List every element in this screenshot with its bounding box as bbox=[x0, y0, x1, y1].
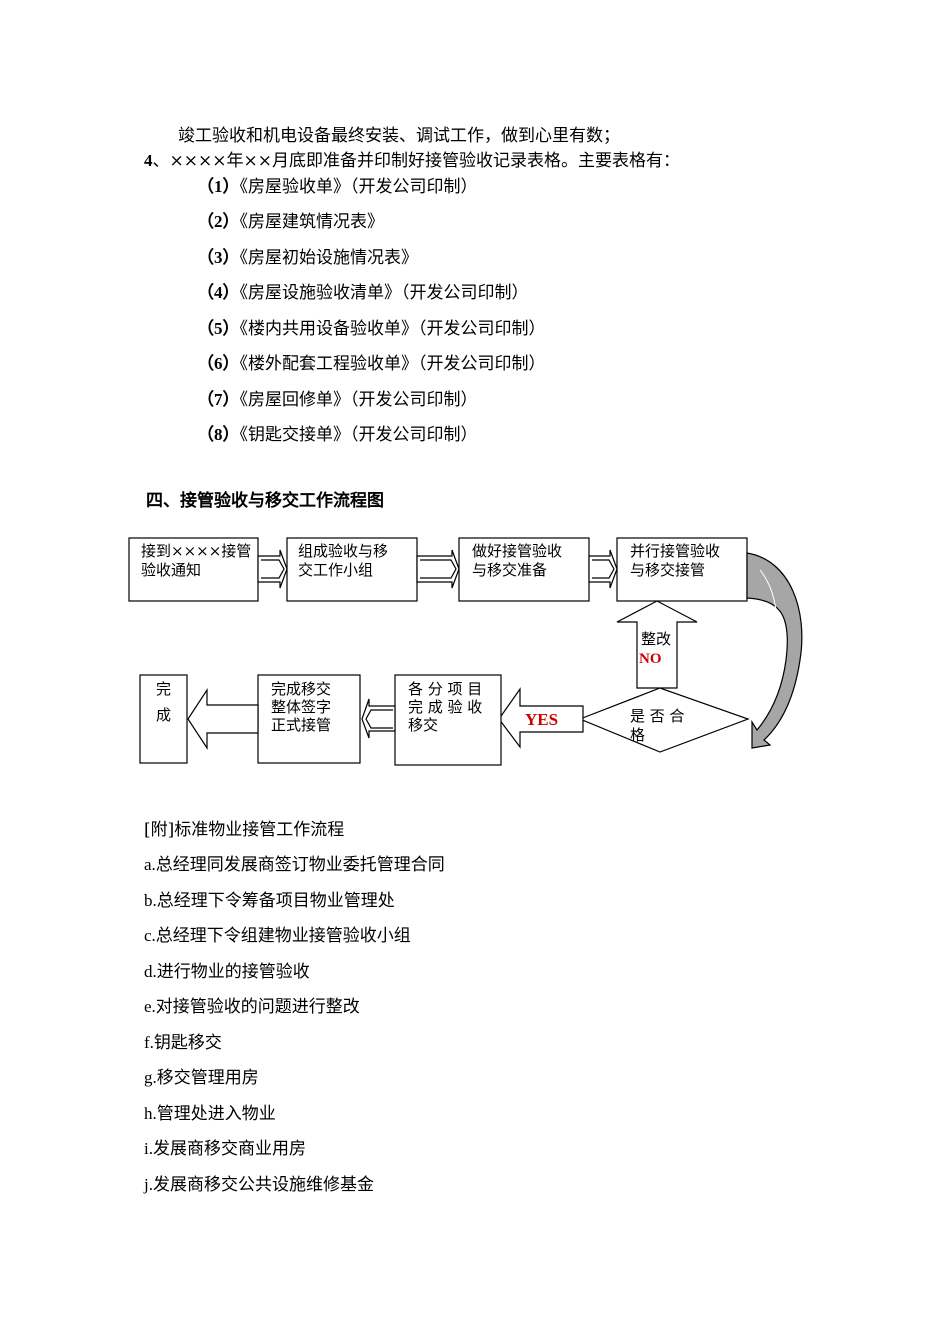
yes-label: YES bbox=[525, 710, 558, 729]
appendix-step: e.对接管验收的问题进行整改 bbox=[144, 997, 360, 1017]
appendix-step: i.发展商移交商业用房 bbox=[144, 1139, 306, 1159]
arrow-right-icon bbox=[416, 549, 460, 589]
box3-line2: 与移交准备 bbox=[472, 561, 547, 579]
decision-line2: 格 bbox=[630, 726, 645, 744]
box1-line2: 验收通知 bbox=[141, 561, 201, 579]
box2-line2: 交工作小组 bbox=[298, 561, 373, 579]
box5-line3: 移交 bbox=[408, 716, 438, 734]
box3-line1: 做好接管验收 bbox=[472, 542, 562, 560]
form-item: （8）《钥匙交接单》（开发公司印制） bbox=[197, 425, 478, 445]
form-item: （6）《楼外配套工程验收单》（开发公司印制） bbox=[197, 354, 546, 374]
arrow-up-icon bbox=[616, 600, 698, 689]
arrow-right-icon bbox=[257, 549, 288, 589]
no-label: NO bbox=[639, 651, 662, 667]
box7-line1: 完 bbox=[156, 680, 171, 698]
rectify-label: 整改 bbox=[641, 630, 671, 648]
arrow-left-icon bbox=[498, 687, 584, 749]
box1-line1: 接到××××接管 bbox=[141, 542, 251, 560]
form-item: （7）《房屋回修单》（开发公司印制） bbox=[197, 390, 478, 410]
section-heading: 四、接管验收与移交工作流程图 bbox=[146, 491, 384, 511]
form-item: （1）《房屋验收单》（开发公司印制） bbox=[197, 177, 478, 197]
appendix-step: b.总经理下令筹备项目物业管理处 bbox=[144, 891, 395, 911]
form-item: （5）《楼内共用设备验收单》（开发公司印制） bbox=[197, 319, 546, 339]
box6-line3: 正式接管 bbox=[271, 716, 331, 734]
box2-line1: 组成验收与移 bbox=[298, 542, 388, 560]
curved-return-arrow bbox=[746, 552, 803, 749]
arrow-right-inner-icon bbox=[592, 559, 615, 579]
flow-box-form-team bbox=[286, 537, 418, 602]
flow-box-complete bbox=[139, 674, 188, 764]
flow-box-handover bbox=[257, 674, 361, 764]
form-item: （4）《房屋设施验收清单》（开发公司印制） bbox=[197, 283, 529, 303]
arrow-right-inner-icon bbox=[261, 559, 285, 579]
box6-line1: 完成移交 bbox=[271, 680, 331, 698]
item4-line: 4、××××年××月底即准备并印制好接管验收记录表格。主要表格有： bbox=[144, 151, 680, 171]
flow-box-prepare bbox=[458, 537, 590, 602]
item4-text: 、××××年××月底即准备并印制好接管验收记录表格。主要表格有： bbox=[152, 151, 680, 171]
box6-line2: 整体签字 bbox=[271, 698, 331, 716]
appendix-step: a.总经理同发展商签订物业委托管理合同 bbox=[144, 855, 445, 875]
appendix-step: c.总经理下令组建物业接管验收小组 bbox=[144, 926, 411, 946]
arrow-left-icon bbox=[187, 687, 259, 751]
flow-box-notice bbox=[128, 537, 259, 602]
arrow-right-icon bbox=[588, 549, 618, 589]
appendix-step: g.移交管理用房 bbox=[144, 1068, 259, 1088]
flow-box-parallel bbox=[616, 537, 748, 602]
box4-line2: 与移交接管 bbox=[630, 561, 705, 579]
intro-line: 竣工验收和机电设备最终安装、调试工作，做到心里有数； bbox=[178, 126, 620, 146]
appendix-step: h.管理处进入物业 bbox=[144, 1104, 276, 1124]
appendix-step: d.进行物业的接管验收 bbox=[144, 962, 310, 982]
appendix-step: j.发展商移交公共设施维修基金 bbox=[144, 1175, 374, 1195]
form-item: （2）《房屋建筑情况表》 bbox=[197, 212, 384, 232]
box5-line2: 完 成 验 收 bbox=[408, 698, 482, 716]
form-item: （3）《房屋初始设施情况表》 bbox=[197, 248, 418, 268]
flow-box-subprojects bbox=[394, 674, 502, 766]
box7-line2: 成 bbox=[156, 706, 171, 724]
item4-number: 4 bbox=[144, 151, 153, 170]
box4-line1: 并行接管验收 bbox=[630, 542, 720, 560]
decision-line1: 是 否 合 bbox=[630, 707, 685, 725]
box5-line1: 各 分 项 目 bbox=[408, 680, 482, 698]
appendix-title: [附]标准物业接管工作流程 bbox=[144, 820, 345, 840]
arrow-right-inner-icon bbox=[420, 559, 457, 579]
appendix-step: f.钥匙移交 bbox=[144, 1033, 222, 1053]
decision-diamond bbox=[578, 687, 750, 753]
